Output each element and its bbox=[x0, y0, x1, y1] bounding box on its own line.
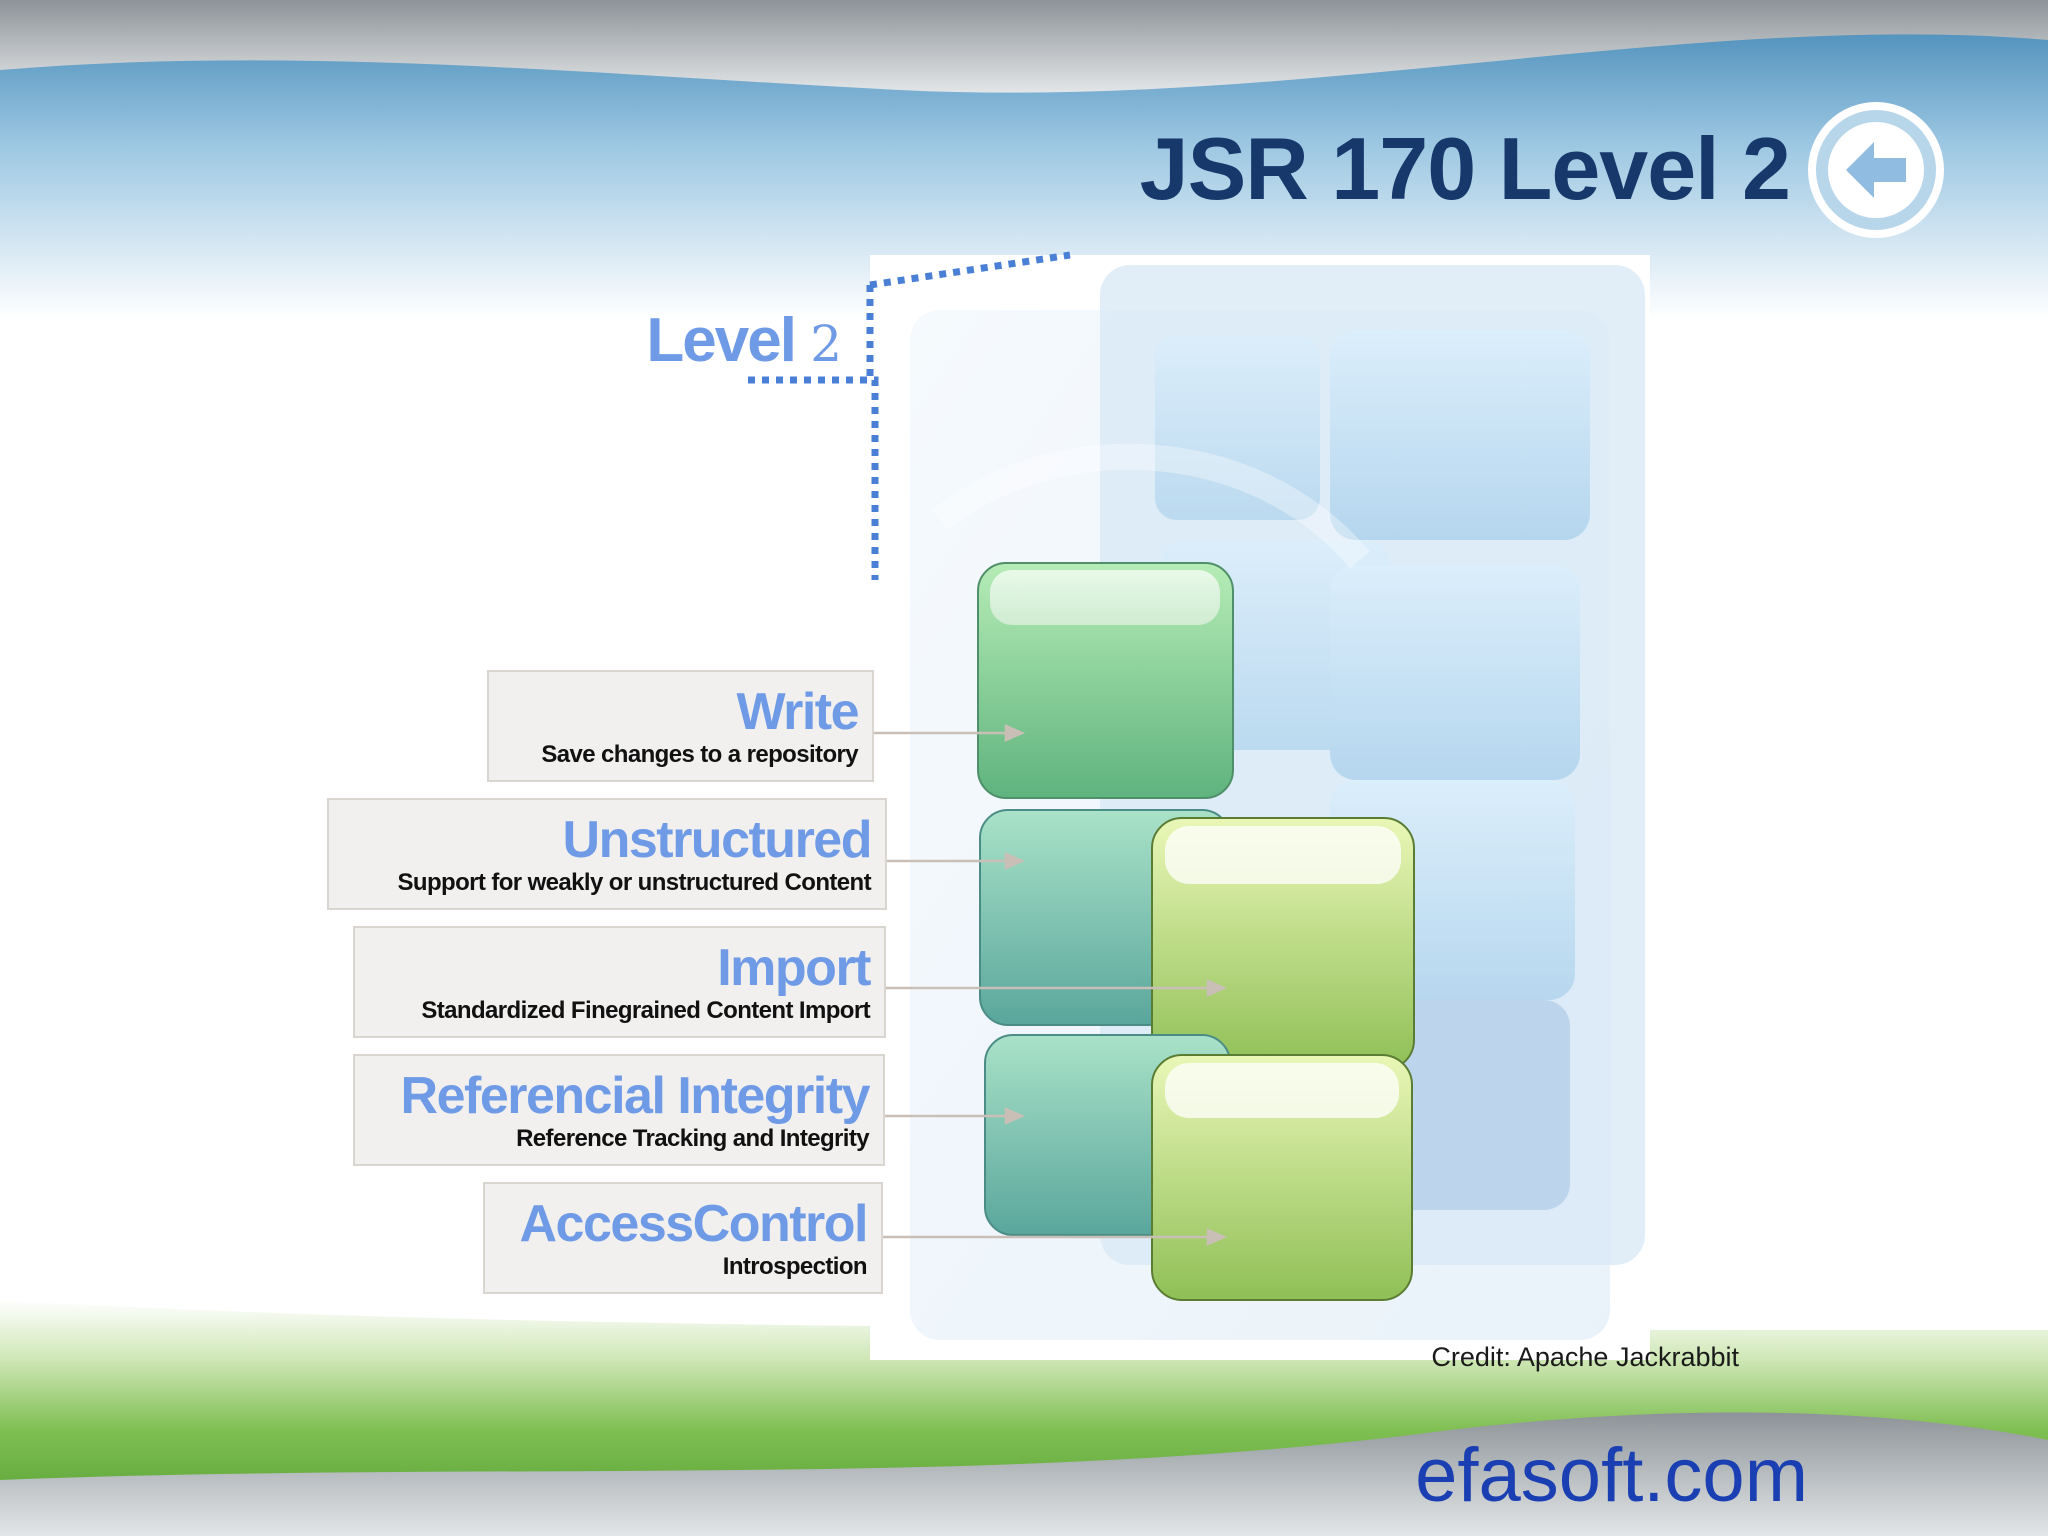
level-word: Level bbox=[646, 306, 797, 375]
level-bracket bbox=[748, 376, 879, 580]
feature-title: Referencial Integrity bbox=[400, 1067, 871, 1125]
feature-description: Reference Tracking and Integrity bbox=[516, 1125, 870, 1152]
feature-box-unstructured: Unstructured Support for weakly or unstr… bbox=[327, 798, 887, 910]
feature-title: Import bbox=[717, 939, 871, 997]
website-link[interactable]: efasoft.com bbox=[1415, 1433, 1808, 1518]
level-number: 2 bbox=[810, 315, 842, 373]
cube-background bbox=[1155, 335, 1320, 520]
back-arrow-icon[interactable] bbox=[1806, 100, 1946, 240]
feature-title: Unstructured bbox=[562, 811, 873, 869]
level-bracket-top bbox=[869, 251, 1071, 289]
feature-box-write: Write Save changes to a repository bbox=[487, 670, 874, 782]
level-label: Level 2 bbox=[620, 305, 842, 376]
feature-box-access-control: AccessControl Introspection bbox=[483, 1182, 883, 1294]
feature-title: AccessControl bbox=[519, 1195, 869, 1253]
slide-title: JSR 170 Level 2 bbox=[1139, 119, 1791, 218]
credit-text: Credit: Apache Jackrabbit bbox=[1431, 1342, 1739, 1372]
cube-background bbox=[1330, 330, 1590, 540]
feature-title: Write bbox=[736, 683, 859, 741]
feature-description: Support for weakly or unstructured Conte… bbox=[397, 869, 872, 896]
footer-swoosh bbox=[0, 1412, 2048, 1536]
feature-description: Introspection bbox=[722, 1253, 868, 1280]
cube-background bbox=[1330, 565, 1580, 780]
header-swoosh bbox=[0, 0, 2048, 93]
feature-box-import: Import Standardized Finegrained Content … bbox=[353, 926, 886, 1038]
feature-description: Save changes to a repository bbox=[541, 741, 858, 768]
feature-box-referencial-integrity: Referencial Integrity Reference Tracking… bbox=[353, 1054, 885, 1166]
feature-description: Standardized Finegrained Content Import bbox=[421, 997, 870, 1024]
